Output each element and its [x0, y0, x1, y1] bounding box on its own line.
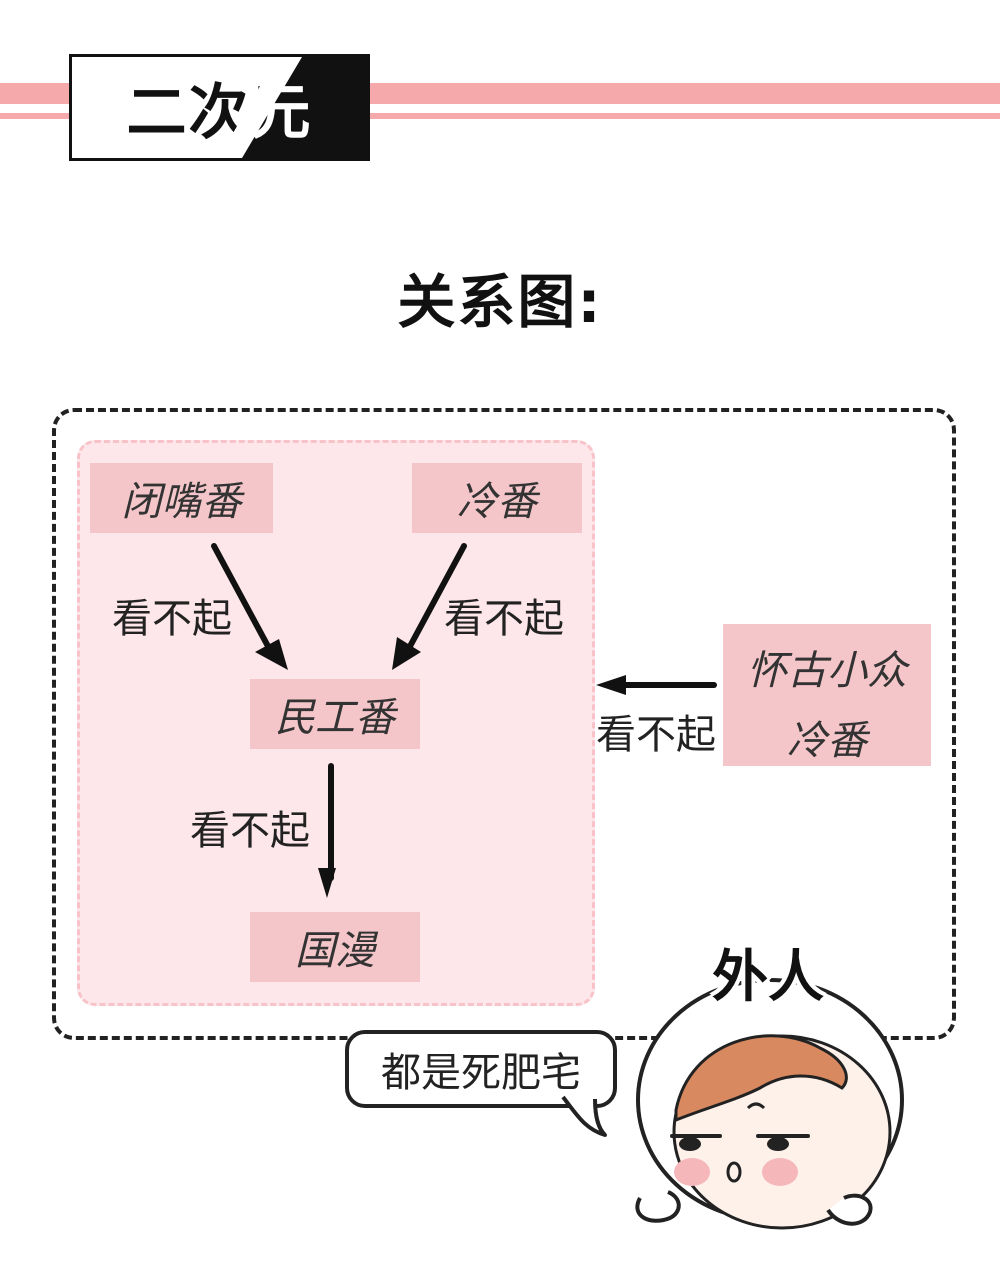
edge-label-bizuifan: 看不起: [112, 596, 232, 642]
edge-label-lengfan: 看不起: [444, 596, 564, 642]
node-lengfan: 冷番: [412, 463, 582, 533]
node-huaigu-line1: 怀古小众: [747, 648, 907, 694]
character-mouth: [726, 1161, 742, 1183]
node-bizuifan: 闭嘴番: [90, 463, 273, 533]
speech-bubble-tail: [561, 1095, 607, 1137]
title-banner: 二次元: [69, 54, 370, 161]
title-banner-black-wedge: [242, 57, 367, 158]
arrowhead-3: [318, 868, 336, 898]
header-stripe-thin: [0, 113, 1000, 119]
outsider-label: 外人: [712, 945, 824, 1010]
arrowhead-1: [255, 639, 288, 670]
character-cheek-right: [762, 1158, 798, 1186]
character-eyes: [670, 1134, 810, 1151]
arrowhead-2: [392, 637, 421, 670]
node-huaigu-line2: 冷番: [787, 718, 867, 764]
arrowhead-4: [596, 675, 626, 695]
node-guoman: 国漫: [250, 912, 420, 982]
page-title: 二次元: [72, 57, 367, 158]
diagram-title: 关系图:: [397, 268, 603, 336]
node-mingongfan: 民工番: [250, 679, 420, 749]
outsider-character: [635, 978, 904, 1230]
speech-bubble: 都是死肥宅: [345, 1030, 617, 1108]
character-cheek-left: [674, 1158, 710, 1186]
arrow-bizuifan-to-mingongfan: [211, 543, 273, 653]
arrow-lengfan-to-mingongfan: [405, 543, 467, 653]
edge-label-mingongfan: 看不起: [190, 808, 310, 854]
character-hand-right: [826, 1193, 873, 1226]
character-hand-left: [635, 1190, 681, 1223]
edge-label-huaigu: 看不起: [596, 712, 716, 758]
character-hair: [674, 1034, 848, 1123]
node-huaigu-xiaozhong-lengfan: 怀古小众 冷番: [723, 624, 931, 766]
